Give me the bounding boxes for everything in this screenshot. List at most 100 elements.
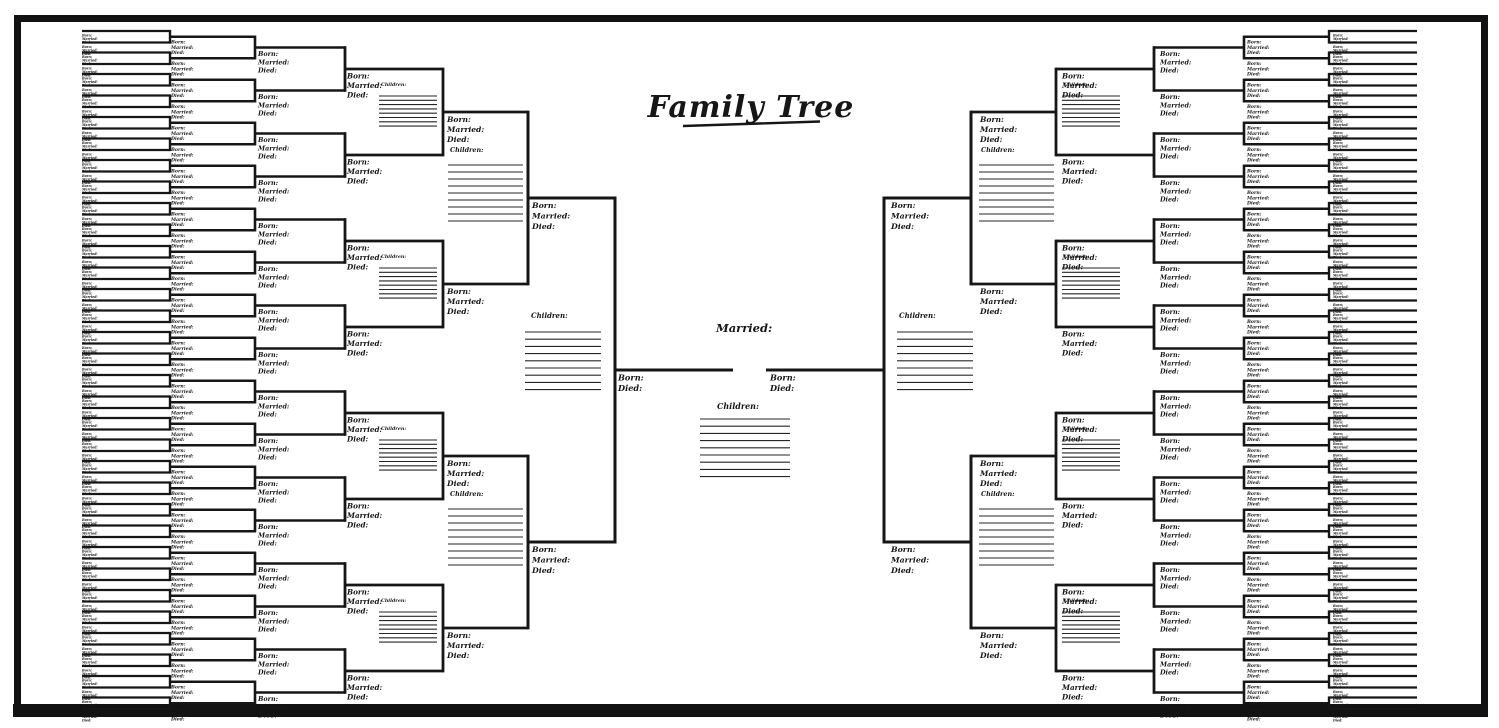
page-border-bottom-bar: [13, 704, 1488, 717]
ancestor-label: Born:Married:Died:: [1159, 136, 1192, 160]
ancestor-label: Born:Married:Died:: [1246, 534, 1270, 550]
ancestor-label: Born:Married:Died:: [81, 238, 98, 249]
ancestor-label: Born:Married:Died:: [81, 324, 98, 335]
ancestor-label: Born:Married:Died:: [1246, 513, 1270, 529]
ancestor-label: Born:Married:Died:: [170, 362, 194, 378]
ancestor-label: Born:Married:Died:: [1332, 152, 1349, 163]
ancestor-label: Born:Married:Died:: [81, 711, 98, 722]
children-label: Children:: [381, 598, 406, 604]
ancestor-label: Born:Married:Died:: [346, 587, 383, 615]
children-label: Children:: [981, 490, 1015, 498]
ancestor-label: Born:Married:Died:: [81, 647, 98, 658]
ancestor-label: Born:Married:Died:: [1246, 61, 1270, 77]
ancestor-label: Born:Married:Died:: [346, 157, 383, 185]
ancestor-label: Born:Married:Died:: [257, 695, 290, 719]
ancestor-label: Born:Married:Died:: [170, 405, 194, 421]
ancestor-label: Born:Died:: [617, 372, 644, 393]
ancestor-label: Born:Married:Died:: [257, 609, 290, 633]
ancestor-label: Born:Married:Died:: [170, 556, 194, 572]
ancestor-label: Born:Married:Died:: [1159, 351, 1192, 375]
ancestor-label: Born:Married:Died:: [1332, 561, 1349, 572]
ancestor-label: Born:Married:Died:: [257, 351, 290, 375]
ancestor-label: Born:Married:Died:: [346, 243, 383, 271]
ancestor-label: Born:Married:Died:: [1159, 394, 1192, 418]
ancestor-label: Born:Married:Died:: [1246, 384, 1270, 400]
ancestor-label: Born:Married:Died:: [170, 169, 194, 185]
children-label: Children:: [381, 254, 406, 260]
ancestor-label: Born:Married:Died:: [257, 652, 290, 676]
ancestor-label: Born:Married:Died:: [979, 115, 1017, 144]
ancestor-label: Born:Married:Died:: [81, 66, 98, 77]
ancestor-label: Born:Married:Died:: [81, 539, 98, 550]
children-label: Children:: [1064, 598, 1089, 604]
ancestor-label: Born:Married:Died:: [81, 303, 98, 314]
ancestor-label: Born:Married:Died:: [170, 706, 194, 722]
ancestor-label: Born:Married:Died:: [170, 298, 194, 314]
ancestor-label: Born:Married:Died:: [346, 673, 383, 701]
children-block: Children:: [379, 426, 437, 471]
ancestor-label: Born:Married:Died:: [1246, 298, 1270, 314]
ancestor-label: Born:Married:Died:: [1332, 131, 1349, 142]
ancestor-label: Born:Married:Died:: [1159, 93, 1192, 117]
ancestor-label: Born:Married:Died:: [531, 201, 570, 231]
children-label: Children:: [1064, 426, 1089, 432]
ancestor-label: Born:Married:Died:: [170, 104, 194, 120]
ancestor-label: Born:Married:Died:: [1246, 341, 1270, 357]
ancestor-label: Born:Married:Died:: [81, 260, 98, 271]
ancestor-label: Born:Married:Died:: [1246, 470, 1270, 486]
ancestor-label: Born:Married:Died:: [1061, 587, 1098, 615]
children-block: Children:: [448, 146, 523, 222]
ancestor-label: Born:Married:Died:: [257, 480, 290, 504]
ancestor-label: Born:Married:Died:: [1061, 673, 1098, 701]
ancestor-label: Born:Married:Died:: [446, 115, 484, 144]
ancestor-label: Born:Married:Died:: [1246, 556, 1270, 572]
ancestor-label: Born:Married:Died:: [170, 642, 194, 658]
ancestor-label: Born:Married:Died:: [1246, 620, 1270, 636]
ancestor-label: Born:Married:Died:: [1159, 265, 1192, 289]
ancestor-label: Born:Married:Died:: [1332, 410, 1349, 421]
children-label: Children:: [1064, 254, 1089, 260]
ancestor-label: Born:Married:Died:: [81, 496, 98, 507]
ancestor-label: Born:Married:Died:: [1246, 448, 1270, 464]
center-children-block: [700, 418, 790, 478]
ancestor-label: Born:Died:: [769, 372, 796, 393]
ancestor-label: Born:Married:Died:: [1159, 695, 1192, 719]
children-label: Children:: [531, 311, 568, 320]
ancestor-label: Born:Married:Died:: [1159, 566, 1192, 590]
ancestor-label: Born:Married:Died:: [1246, 427, 1270, 443]
ancestor-label: Born:Married:Died:: [170, 470, 194, 486]
ancestor-label: Born:Married:Died:: [81, 88, 98, 99]
ancestor-label: Born:Married:Died:: [170, 255, 194, 271]
children-label: Children:: [381, 426, 406, 432]
ancestor-label: Born:Married:Died:: [1246, 40, 1270, 56]
ancestor-label: Born:Married:Died:: [170, 341, 194, 357]
ancestor-label: Born:Married:Died:: [1332, 539, 1349, 550]
children-block: Children:: [1062, 82, 1120, 127]
children-label: Children:: [450, 490, 484, 498]
ancestor-label: Born:Married:Died:: [446, 631, 484, 660]
ancestor-label: Born:Married:Died:: [257, 308, 290, 332]
ancestor-label: Born:Married:Died:: [1246, 599, 1270, 615]
ancestor-label: Born:Married:Died:: [1246, 104, 1270, 120]
ancestor-label: Born:Married:Died:: [979, 631, 1017, 660]
ancestor-label: Born:Married:Died:: [446, 287, 484, 316]
ancestor-label: Born:Married:Died:: [1246, 405, 1270, 421]
children-block: Children:: [525, 311, 601, 391]
ancestor-label: Born:Married:Died:: [257, 50, 290, 74]
ancestor-label: Born:Married:Died:: [170, 663, 194, 679]
ancestor-label: Born:Married:Died:: [1332, 324, 1349, 335]
children-block: Children:: [379, 82, 437, 127]
ancestor-label: Born:Married:Died:: [81, 690, 98, 701]
ancestor-label: Born:Married:Died:: [257, 437, 290, 461]
ancestor-label: Born:Married:Died:: [257, 179, 290, 203]
ancestor-label: Born:Married:Died:: [81, 281, 98, 292]
ancestor-label: Born:Married:Died:: [257, 93, 290, 117]
children-block: Children:: [379, 254, 437, 299]
ancestor-label: Born:Married:Died:: [1246, 255, 1270, 271]
children-block: Children:: [448, 490, 523, 566]
ancestor-label: Born:Married:Died:: [1332, 109, 1349, 120]
ancestor-label: Born:Married:Died:: [1332, 711, 1349, 722]
ancestor-label: Born:Married:Died:: [1061, 415, 1098, 443]
ancestor-label: Born:Married:Died:: [170, 212, 194, 228]
